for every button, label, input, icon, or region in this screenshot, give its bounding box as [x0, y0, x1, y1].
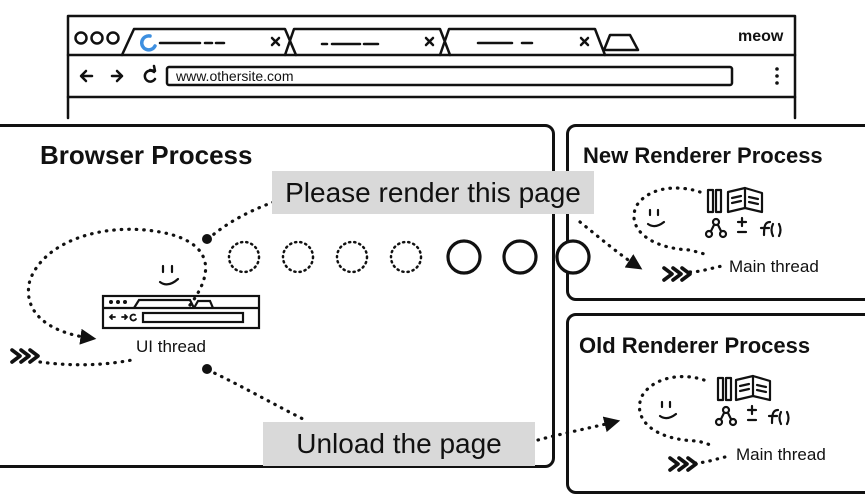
tab-2-close-icon[interactable] [424, 36, 435, 47]
ipc-message-pending-1 [227, 240, 261, 274]
new-tab-button[interactable] [602, 33, 640, 52]
old-renderer-process-box [566, 313, 865, 494]
render-request-arrow-start [206, 196, 287, 241]
ui-thread-loop [26, 227, 208, 345]
new-main-thread-chevrons-icon [662, 266, 692, 282]
new-main-thread-face-icon [646, 208, 666, 228]
ui-thread-tail [38, 358, 134, 367]
browser-process-title: Browser Process [40, 140, 253, 170]
old-main-thread-chevrons-icon [668, 456, 698, 472]
ipc-message-2 [502, 239, 538, 275]
unload-request-message: Unload the page [263, 422, 535, 466]
old-main-thread-tail [693, 455, 727, 465]
render-request-arrow-end [578, 220, 643, 270]
new-main-thread-loop [632, 186, 710, 257]
mini-browser-dots [109, 300, 127, 304]
new-main-thread-label: Main thread [729, 257, 819, 276]
render-request-message: Please render this page [272, 171, 594, 214]
mini-browser-icon [101, 294, 261, 330]
tab-3-close-icon[interactable] [579, 36, 590, 47]
unload-request-arrow-end [536, 416, 621, 442]
old-main-thread-loop [637, 374, 716, 448]
ipc-message-pending-3 [335, 240, 369, 274]
ui-thread-chevrons-icon [10, 348, 40, 364]
old-main-thread-face-icon [658, 400, 678, 420]
old-main-thread-label: Main thread [736, 445, 826, 464]
more-menu-icon[interactable] [775, 67, 779, 85]
new-renderer-process-title: New Renderer Process [583, 143, 823, 168]
window-dot-2[interactable] [90, 31, 104, 45]
tab-1-close-icon[interactable] [270, 36, 281, 47]
old-renderer-process-title: Old Renderer Process [579, 333, 811, 358]
tab-loading-spinner-icon [139, 34, 157, 52]
ui-thread-label: UI thread [136, 337, 206, 356]
unload-message-origin-dot [202, 364, 212, 374]
ipc-message-pending-4 [389, 240, 423, 274]
back-arrow-icon[interactable] [79, 69, 94, 83]
ipc-message-1 [446, 239, 482, 275]
address-bar-url: www.othersite.com [176, 68, 294, 84]
old-renderer-tools-icon [714, 374, 790, 427]
ipc-message-3 [555, 239, 591, 275]
tab-3[interactable] [438, 27, 607, 57]
render-message-origin-dot [202, 234, 212, 244]
window-dot-3[interactable] [106, 31, 120, 45]
forward-arrow-icon[interactable] [110, 69, 124, 83]
ui-thread-face-icon [158, 264, 180, 286]
ipc-message-pending-2 [281, 240, 315, 274]
new-renderer-tools-icon [704, 186, 782, 239]
address-bar[interactable] [165, 65, 734, 87]
new-main-thread-tail [688, 264, 724, 274]
window-dot-1[interactable] [74, 31, 88, 45]
browser-brand: meow [738, 28, 784, 45]
reload-icon[interactable] [143, 64, 157, 83]
unload-request-arrow-start [206, 368, 307, 422]
